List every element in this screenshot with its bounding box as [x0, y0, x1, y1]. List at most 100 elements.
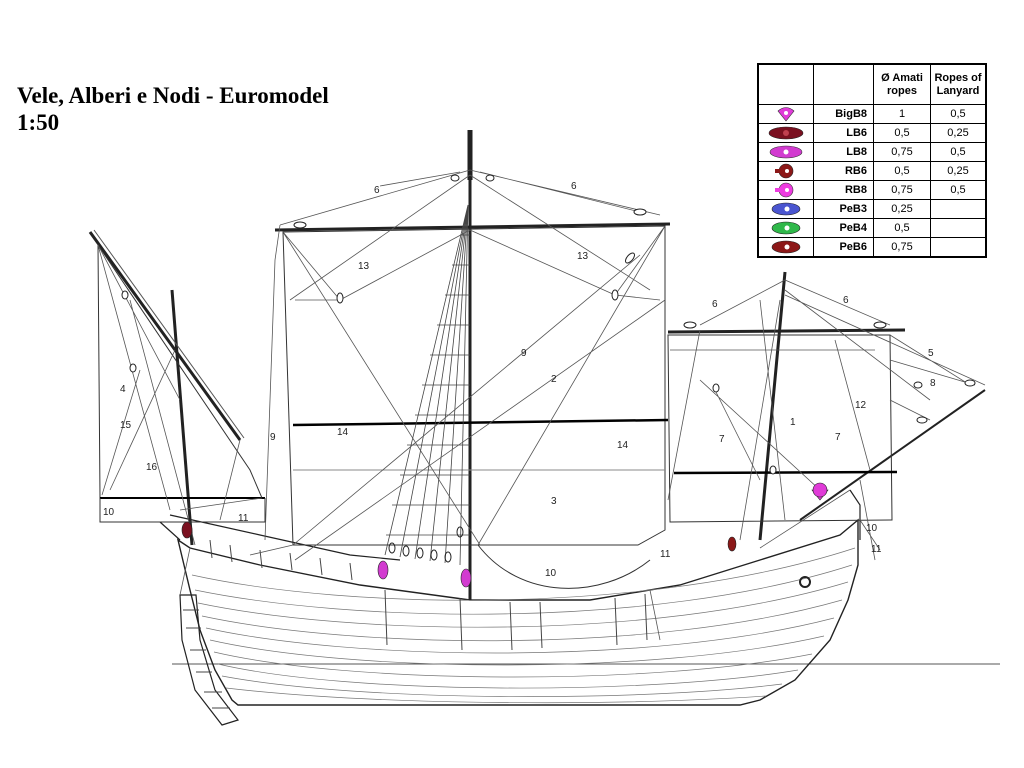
- legend-row: LB8 0,75 0,5: [757, 142, 987, 162]
- hull: [176, 518, 859, 706]
- deadeyes: [388, 526, 464, 563]
- legend-lanyard: 0,5: [930, 142, 987, 162]
- label-11-c: 11: [871, 544, 882, 555]
- label-6-c: 6: [712, 299, 718, 310]
- legend-row: RB8 0,75 0,5: [757, 180, 987, 200]
- label-12: 12: [855, 400, 867, 411]
- fore-sail-bonnet-line: [673, 470, 898, 475]
- rigging-lines: [97, 169, 986, 641]
- legend-code: PeB4: [813, 218, 874, 238]
- legend-code: LB6: [813, 123, 874, 143]
- hull-planking: [191, 547, 856, 704]
- legend-amati: 0,5: [873, 123, 931, 143]
- mizzen-lateen-yard-inner: [93, 229, 245, 439]
- label-6-a: 6: [374, 185, 380, 196]
- main-sail: [282, 225, 666, 546]
- legend-lanyard: 0,25: [930, 123, 987, 143]
- label-13-b: 13: [577, 251, 589, 262]
- header-code-cell: [813, 63, 874, 105]
- legend-code: PeB3: [813, 199, 874, 219]
- label-3: 3: [551, 496, 557, 507]
- mizzen-mast: [170, 289, 194, 546]
- mizzen-sail: [97, 243, 263, 499]
- peb3-block-icon: [771, 202, 801, 216]
- label-1: 1: [790, 417, 796, 428]
- legend-lanyard: 0,5: [930, 104, 987, 124]
- lb8-block-marker-left: [377, 560, 389, 580]
- header-icon-cell: [757, 63, 814, 105]
- legend-lanyard: [930, 199, 987, 219]
- mizzen-lateen-yard: [88, 231, 242, 441]
- rudder: [179, 594, 239, 726]
- legend-row: PeB3 0,25: [757, 199, 987, 219]
- legend-lanyard: [930, 218, 987, 238]
- hawse-hole: [799, 576, 811, 588]
- label-14-b: 14: [617, 440, 629, 451]
- legend-amati: 0,25: [873, 199, 931, 219]
- rudder-hinges: [183, 609, 230, 709]
- fore-yard: [667, 328, 906, 334]
- legend-row: BigB8 1 0,5: [757, 104, 987, 124]
- legend-amati: 0,75: [873, 142, 931, 162]
- legend-code: LB8: [813, 142, 874, 162]
- label-9-a: 9: [521, 348, 527, 359]
- label-7-a: 7: [719, 434, 725, 445]
- main-shroud-ladder: [384, 204, 470, 566]
- legend-lanyard: 0,5: [930, 180, 987, 200]
- label-7-b: 7: [835, 432, 841, 443]
- legend-amati: 0,5: [873, 161, 931, 181]
- main-sail-foot: [477, 544, 651, 589]
- legend-amati: 0,75: [873, 180, 931, 200]
- scale-label: 1:50: [17, 110, 60, 135]
- label-16: 16: [146, 462, 158, 473]
- label-10-c: 10: [866, 523, 878, 534]
- legend-row: PeB6 0,75: [757, 237, 987, 258]
- legend-row: LB6 0,5 0,25: [757, 123, 987, 143]
- legend-lanyard: [930, 237, 987, 258]
- label-9-b: 9: [270, 432, 276, 443]
- label-10-a: 10: [103, 507, 115, 518]
- diagram-title: Vele, Alberi e Nodi - Euromodel: [17, 83, 329, 108]
- legend-code: BigB8: [813, 104, 874, 124]
- label-2: 2: [551, 374, 557, 385]
- main-sail-bonnet-line: [292, 418, 669, 427]
- block-legend-table: Ø Amati ropes Ropes of Lanyard BigB8 1 0…: [757, 63, 987, 258]
- label-11-b: 11: [660, 549, 671, 560]
- label-14-a: 14: [337, 427, 349, 438]
- rb8-block-icon: [775, 182, 794, 198]
- legend-code: RB8: [813, 180, 874, 200]
- bowsprit: [799, 389, 986, 521]
- label-6-d: 6: [843, 295, 849, 306]
- label-11-a: 11: [238, 513, 249, 524]
- rigging-number-labels: 1 2 3 4 5 6 6 6 6 7 7 8 9 9 10 10 10 11 …: [103, 181, 936, 579]
- label-10-b: 10: [545, 568, 557, 579]
- fore-mast: [758, 271, 787, 541]
- lb8-block-marker-right: [460, 568, 472, 588]
- legend-lanyard: 0,25: [930, 161, 987, 181]
- label-8: 8: [930, 378, 936, 389]
- legend-amati: 0,5: [873, 218, 931, 238]
- lb6-block-marker: [181, 521, 193, 539]
- rail-stanchions: [209, 539, 648, 651]
- legend-amati: 1: [873, 104, 931, 124]
- bigb8-block-icon: [777, 107, 795, 122]
- legend-code: RB6: [813, 161, 874, 181]
- lb6-block-icon: [768, 126, 804, 140]
- label-6-b: 6: [571, 181, 577, 192]
- legend-header-row: Ø Amati ropes Ropes of Lanyard: [757, 63, 987, 105]
- legend-code: PeB6: [813, 237, 874, 258]
- label-5: 5: [928, 348, 934, 359]
- legend-row: RB6 0,5 0,25: [757, 161, 987, 181]
- legend-amati: 0,75: [873, 237, 931, 258]
- label-4: 4: [120, 384, 126, 395]
- rigging-blocks: [121, 174, 976, 475]
- fore-sail: [667, 334, 893, 523]
- rb6-block-icon: [775, 163, 794, 179]
- main-yard-top: [274, 222, 671, 232]
- label-15: 15: [120, 420, 132, 431]
- peb6-block-icon: [771, 240, 801, 254]
- highlighted-blocks: [181, 482, 829, 588]
- label-13-a: 13: [358, 261, 370, 272]
